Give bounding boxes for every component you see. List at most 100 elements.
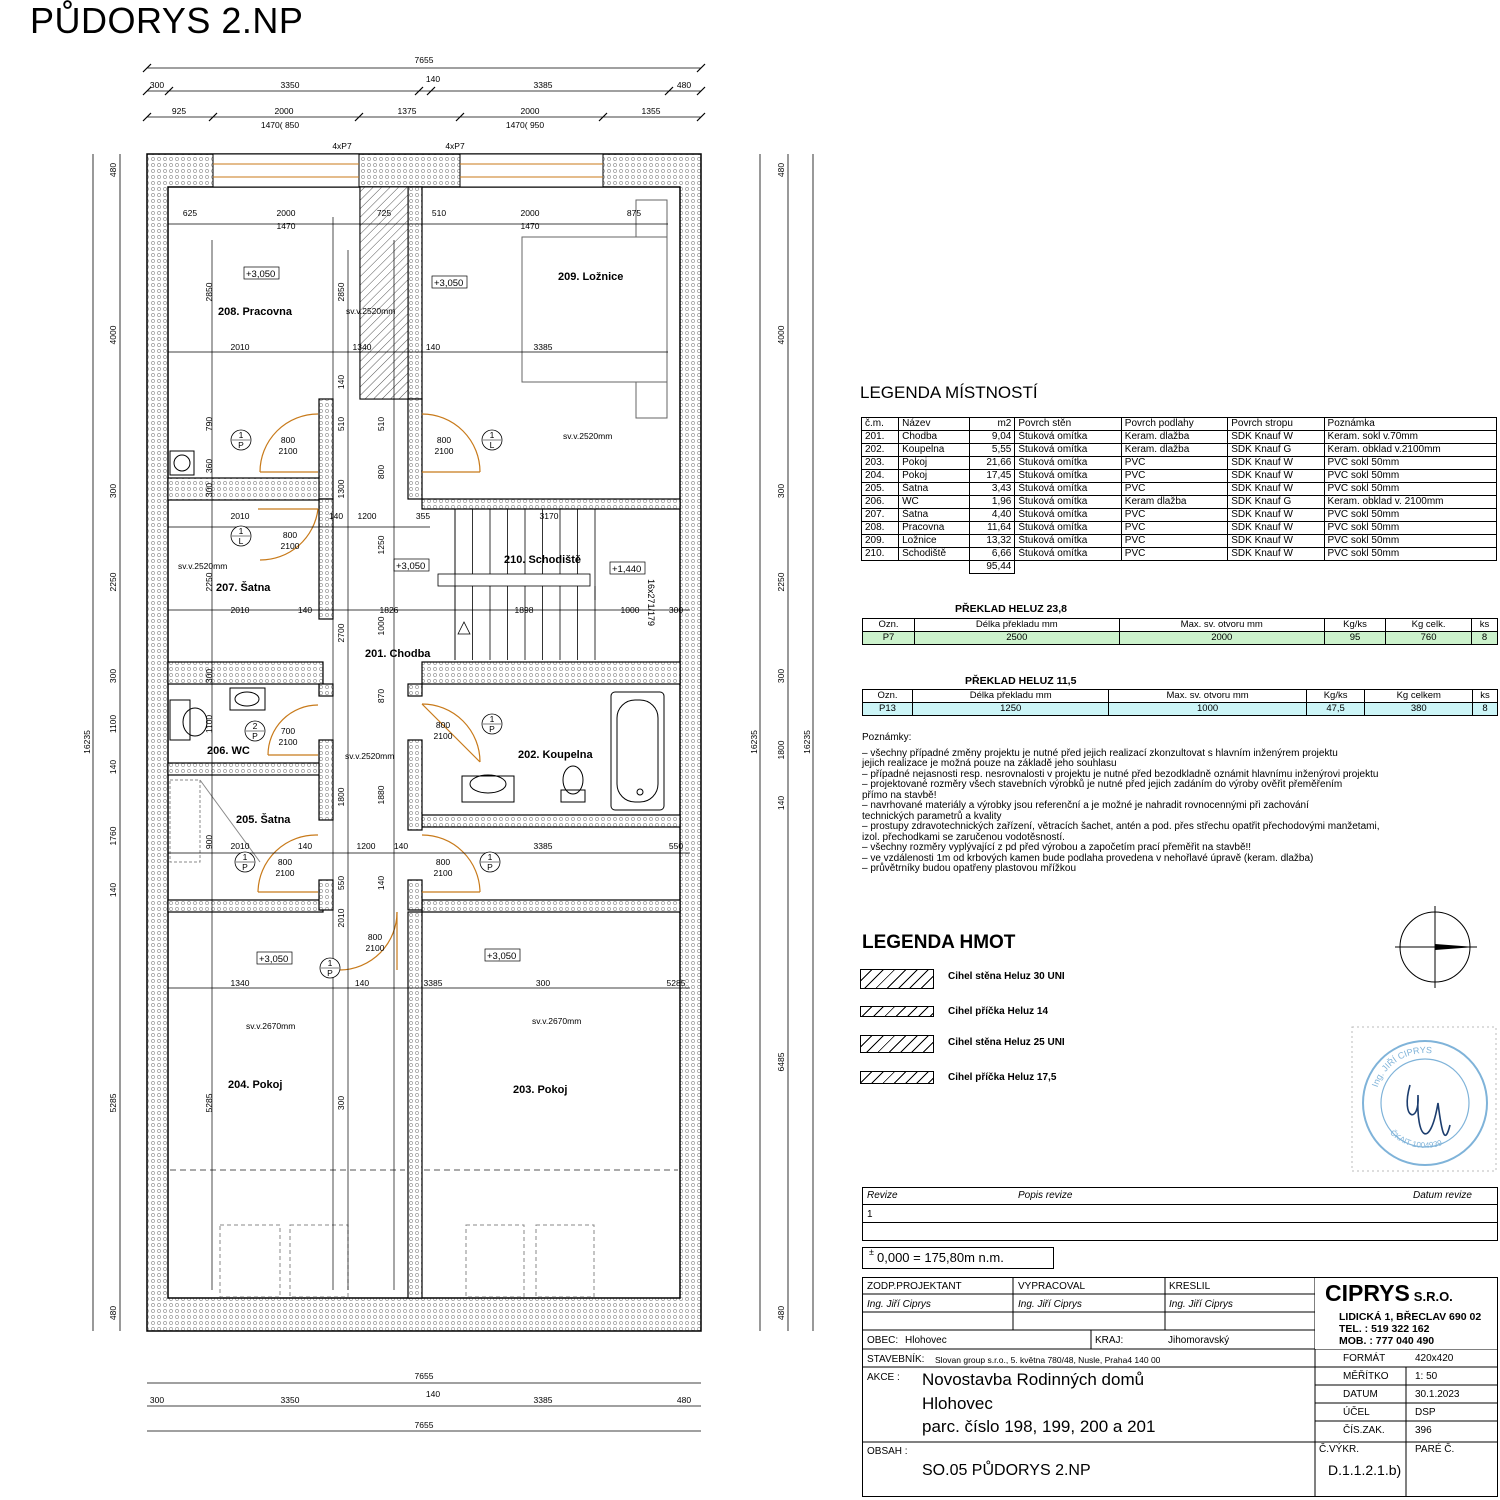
notes: Poznámky: – všechny případné změny proje…	[862, 732, 1482, 875]
door-number: 2	[253, 721, 258, 731]
room-name: 208. Pracovna	[218, 306, 293, 318]
table-cell: Keram dlažba	[1120, 495, 1229, 509]
door-height: 2100	[279, 737, 298, 747]
room-name: 203. Pokoj	[513, 1084, 567, 1096]
table-cell: 205.	[860, 482, 900, 496]
room-name: 209. Ložnice	[558, 271, 623, 283]
dim: 300	[204, 483, 214, 497]
table-cell: Pracovna	[898, 521, 971, 535]
dim: 140	[355, 978, 369, 988]
dim: 1340	[231, 978, 250, 988]
dim: 140	[376, 876, 386, 890]
table-cell: Chodba	[898, 430, 971, 444]
table-cell: Štuková omítka	[1014, 534, 1122, 548]
table-header: Kg/ks	[1323, 618, 1387, 632]
door-type: P	[327, 968, 333, 978]
door-number: 1	[490, 714, 495, 724]
obec-label: OBEC:	[867, 1335, 899, 1346]
obec-value: Hlohovec	[905, 1335, 947, 1346]
material-item: Cihel stěna Heluz 25 UNI	[860, 1035, 1160, 1055]
table-total-row: 95,44	[862, 560, 1497, 574]
dim: 5285	[204, 1093, 214, 1112]
dim: 3385	[534, 841, 553, 851]
dim: 300	[669, 605, 683, 615]
revision-header: Popis revize	[1018, 1190, 1073, 1201]
dim: 140	[426, 1389, 440, 1399]
field-value: DSP	[1415, 1407, 1436, 1418]
table-cell: Pokoj	[898, 469, 971, 483]
table-cell: 203.	[860, 456, 900, 470]
table-cell: 9,04	[969, 430, 1016, 444]
dim: 1100	[108, 715, 118, 734]
door-type: P	[489, 724, 495, 734]
table-cell: P13	[862, 702, 913, 716]
dim: 875	[627, 208, 641, 218]
door-width: 800	[437, 435, 451, 445]
table-cell: 6,66	[969, 547, 1016, 561]
note-line: izol. přechodkami se zaručenou vodotěsno…	[862, 831, 1065, 843]
table-header: Kg celkem	[1364, 689, 1474, 703]
dim: 2250	[776, 572, 786, 591]
table-cell: Šatna	[898, 508, 971, 522]
table-header: Povrch stropu	[1227, 417, 1325, 431]
dim: 1000	[376, 616, 386, 635]
note-line: – projektované rozměry všech stavebních …	[862, 779, 1343, 790]
dim: 2850	[204, 282, 214, 301]
north-arrow-icon	[1395, 906, 1477, 988]
room-name: 210. Schodiště	[504, 554, 581, 566]
dim: 3385	[424, 978, 443, 988]
vypracoval-label: VYPRACOVAL	[1018, 1281, 1086, 1292]
table-cell: 201.	[860, 430, 900, 444]
table-cell: Štuková omítka	[1014, 547, 1122, 561]
table-cell: 95	[1323, 631, 1387, 645]
door-number: 1	[239, 430, 244, 440]
company-suffix: S.R.O.	[1413, 1289, 1453, 1304]
kreslil-label: KRESLIL	[1169, 1281, 1211, 1292]
door-number: 1	[328, 958, 333, 968]
level-mark: +3,050	[396, 561, 425, 572]
material-label: Cihel stěna Heluz 25 UNI	[948, 1037, 1065, 1048]
table-cell: SDK Knauf W	[1227, 430, 1325, 444]
dim: 140	[336, 375, 346, 389]
window	[212, 153, 360, 188]
table-cell: PVC sokl 50mm	[1323, 521, 1498, 535]
material-label: Cihel příčka Heluz 17,5	[948, 1072, 1057, 1083]
material-label: Cihel příčka Heluz 14	[948, 1006, 1049, 1017]
table-cell: 2500	[914, 631, 1120, 645]
table-cell: Štuková omítka	[1014, 430, 1122, 444]
ceiling-height: sv.v.2520mm	[563, 431, 612, 441]
dim: 870	[376, 689, 386, 703]
level-mark: +3,050	[246, 269, 275, 280]
dim: 1300	[336, 479, 346, 498]
table-cell: 202.	[860, 443, 900, 457]
table-cell: 13,32	[969, 534, 1016, 548]
table-cell: SDK Knauf W	[1227, 521, 1325, 535]
table-header: Max. sv. otvoru mm	[1118, 618, 1325, 632]
table-header: Název	[898, 417, 971, 431]
table-cell: PVC	[1120, 456, 1229, 470]
table-cell: Koupelna	[898, 443, 971, 457]
table-cell: PVC	[1120, 521, 1229, 535]
table-cell: Keram. obklad v. 2100mm	[1323, 495, 1498, 509]
dim: 2000	[277, 208, 296, 218]
dim: 300	[336, 1096, 346, 1110]
dim: 480	[776, 163, 786, 177]
dim: 2000	[521, 208, 540, 218]
table-cell: 207.	[860, 508, 900, 522]
page-title: PŮDORYS 2.NP	[30, 0, 304, 41]
dim: 16235	[802, 730, 812, 754]
window-mark: 4xP7	[332, 141, 352, 151]
dim: 2010	[336, 908, 346, 927]
table-cell: 8	[1472, 702, 1498, 716]
table-cell: 760	[1385, 631, 1473, 645]
dim: 2010	[231, 605, 250, 615]
dim: 2000	[275, 106, 294, 116]
door-type: P	[242, 862, 248, 872]
dim: 140	[426, 342, 440, 352]
note-line: – případné nejasnosti resp. nesrovnalost…	[862, 768, 1379, 780]
svg-text:ČKAIT 1004939: ČKAIT 1004939	[1388, 1128, 1443, 1150]
table-cell: PVC sokl 50mm	[1323, 456, 1498, 470]
